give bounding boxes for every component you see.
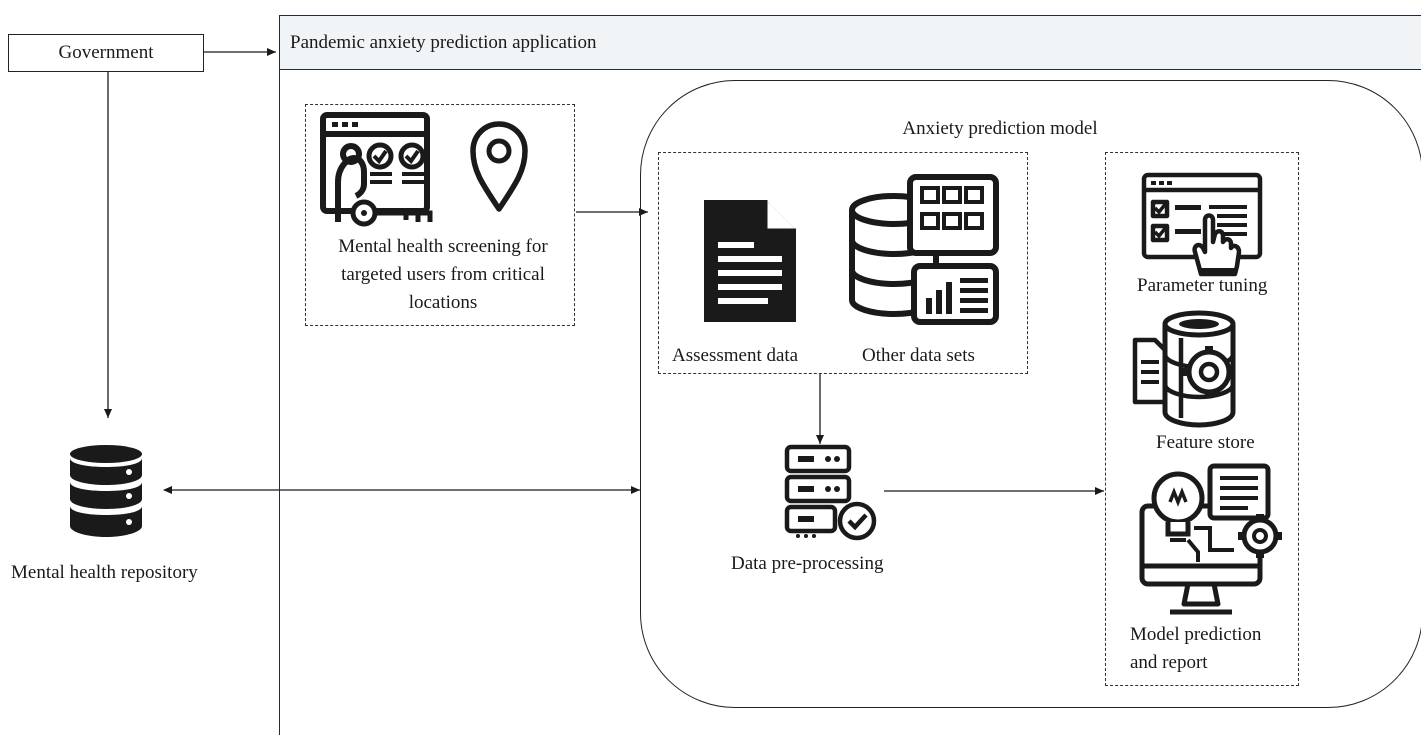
location-pin-icon (470, 121, 528, 212)
database-datasets-icon (849, 174, 999, 325)
model-prediction-icon (1139, 463, 1282, 615)
screening-box (305, 104, 575, 326)
feature-store-label: Feature store (1156, 432, 1255, 453)
government-label: Government (58, 42, 154, 63)
parameter-tuning-label: Parameter tuning (1137, 275, 1268, 296)
other-data-sets-label: Other data sets (862, 345, 975, 366)
server-check-icon (784, 444, 877, 541)
parameter-tuning-icon (1141, 172, 1263, 277)
components-box (1105, 152, 1299, 686)
screening-label-line1: Mental health screening for (338, 236, 548, 257)
government-box: Government (8, 34, 204, 72)
screening-label-line2: targeted users from critical (341, 264, 545, 285)
model-title: Anxiety prediction model (902, 118, 1098, 139)
app-header: Pandemic anxiety prediction application (279, 15, 1421, 70)
repository-label: Mental health repository (11, 562, 198, 583)
data-sources-box (658, 152, 1028, 374)
model-prediction-label-line1: Model prediction (1130, 624, 1262, 645)
data-preprocessing-label: Data pre-processing (731, 553, 884, 574)
user-verification-dashboard-icon (320, 112, 433, 227)
assessment-data-label: Assessment data (672, 345, 799, 366)
app-frame (279, 15, 1421, 735)
model-prediction-label-line2: and report (1130, 652, 1208, 673)
screening-label-line3: locations (408, 292, 478, 313)
database-icon (70, 445, 142, 537)
feature-store-icon (1132, 310, 1236, 428)
anxiety-model-container (640, 80, 1421, 708)
document-icon (704, 200, 796, 322)
app-title: Pandemic anxiety prediction application (290, 31, 597, 53)
